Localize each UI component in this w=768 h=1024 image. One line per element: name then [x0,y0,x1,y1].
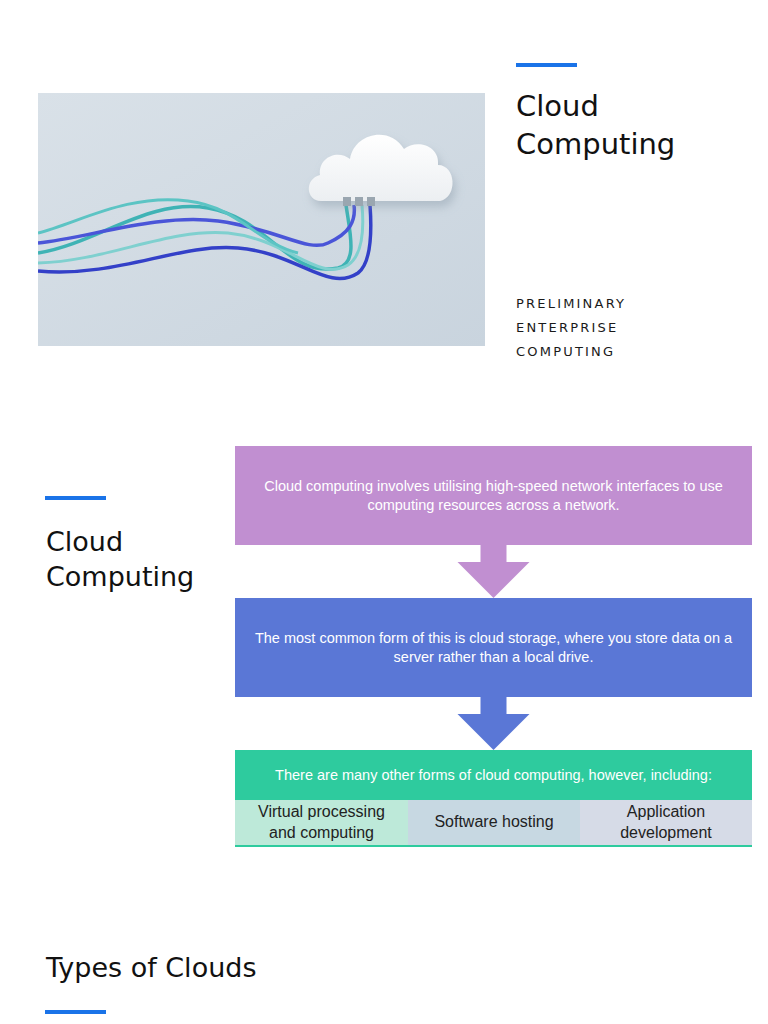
item-cell: Virtual processing and computing [235,800,408,847]
node-text: There are many other forms of cloud comp… [275,766,712,785]
node-text: The most common form of this is cloud st… [249,629,738,667]
section-heading: Types of Clouds [46,950,366,985]
page-title: Cloud Computing [516,88,716,163]
block-arrow [458,545,530,598]
item-cell: Application development [580,800,752,847]
subtitle-text: PRELIMINARY ENTERPRISE COMPUTING [516,292,648,364]
node-text: Cloud computing involves utilising high-… [249,477,738,515]
accent-bar [45,496,106,500]
process-box: Cloud computing involves utilising high-… [235,446,752,545]
section-heading: Cloud Computing [46,524,226,594]
accent-bar [516,63,577,67]
cloud-photo [38,93,485,346]
item-cell: Software hosting [408,800,580,847]
node-text: Software hosting [434,812,553,833]
block-arrow [458,697,530,750]
process-box: There are many other forms of cloud comp… [235,750,752,800]
process-box: The most common form of this is cloud st… [235,598,752,697]
node-text: Virtual processing and computing [243,802,400,844]
accent-bar [45,1010,106,1014]
node-text: Application development [588,802,744,844]
